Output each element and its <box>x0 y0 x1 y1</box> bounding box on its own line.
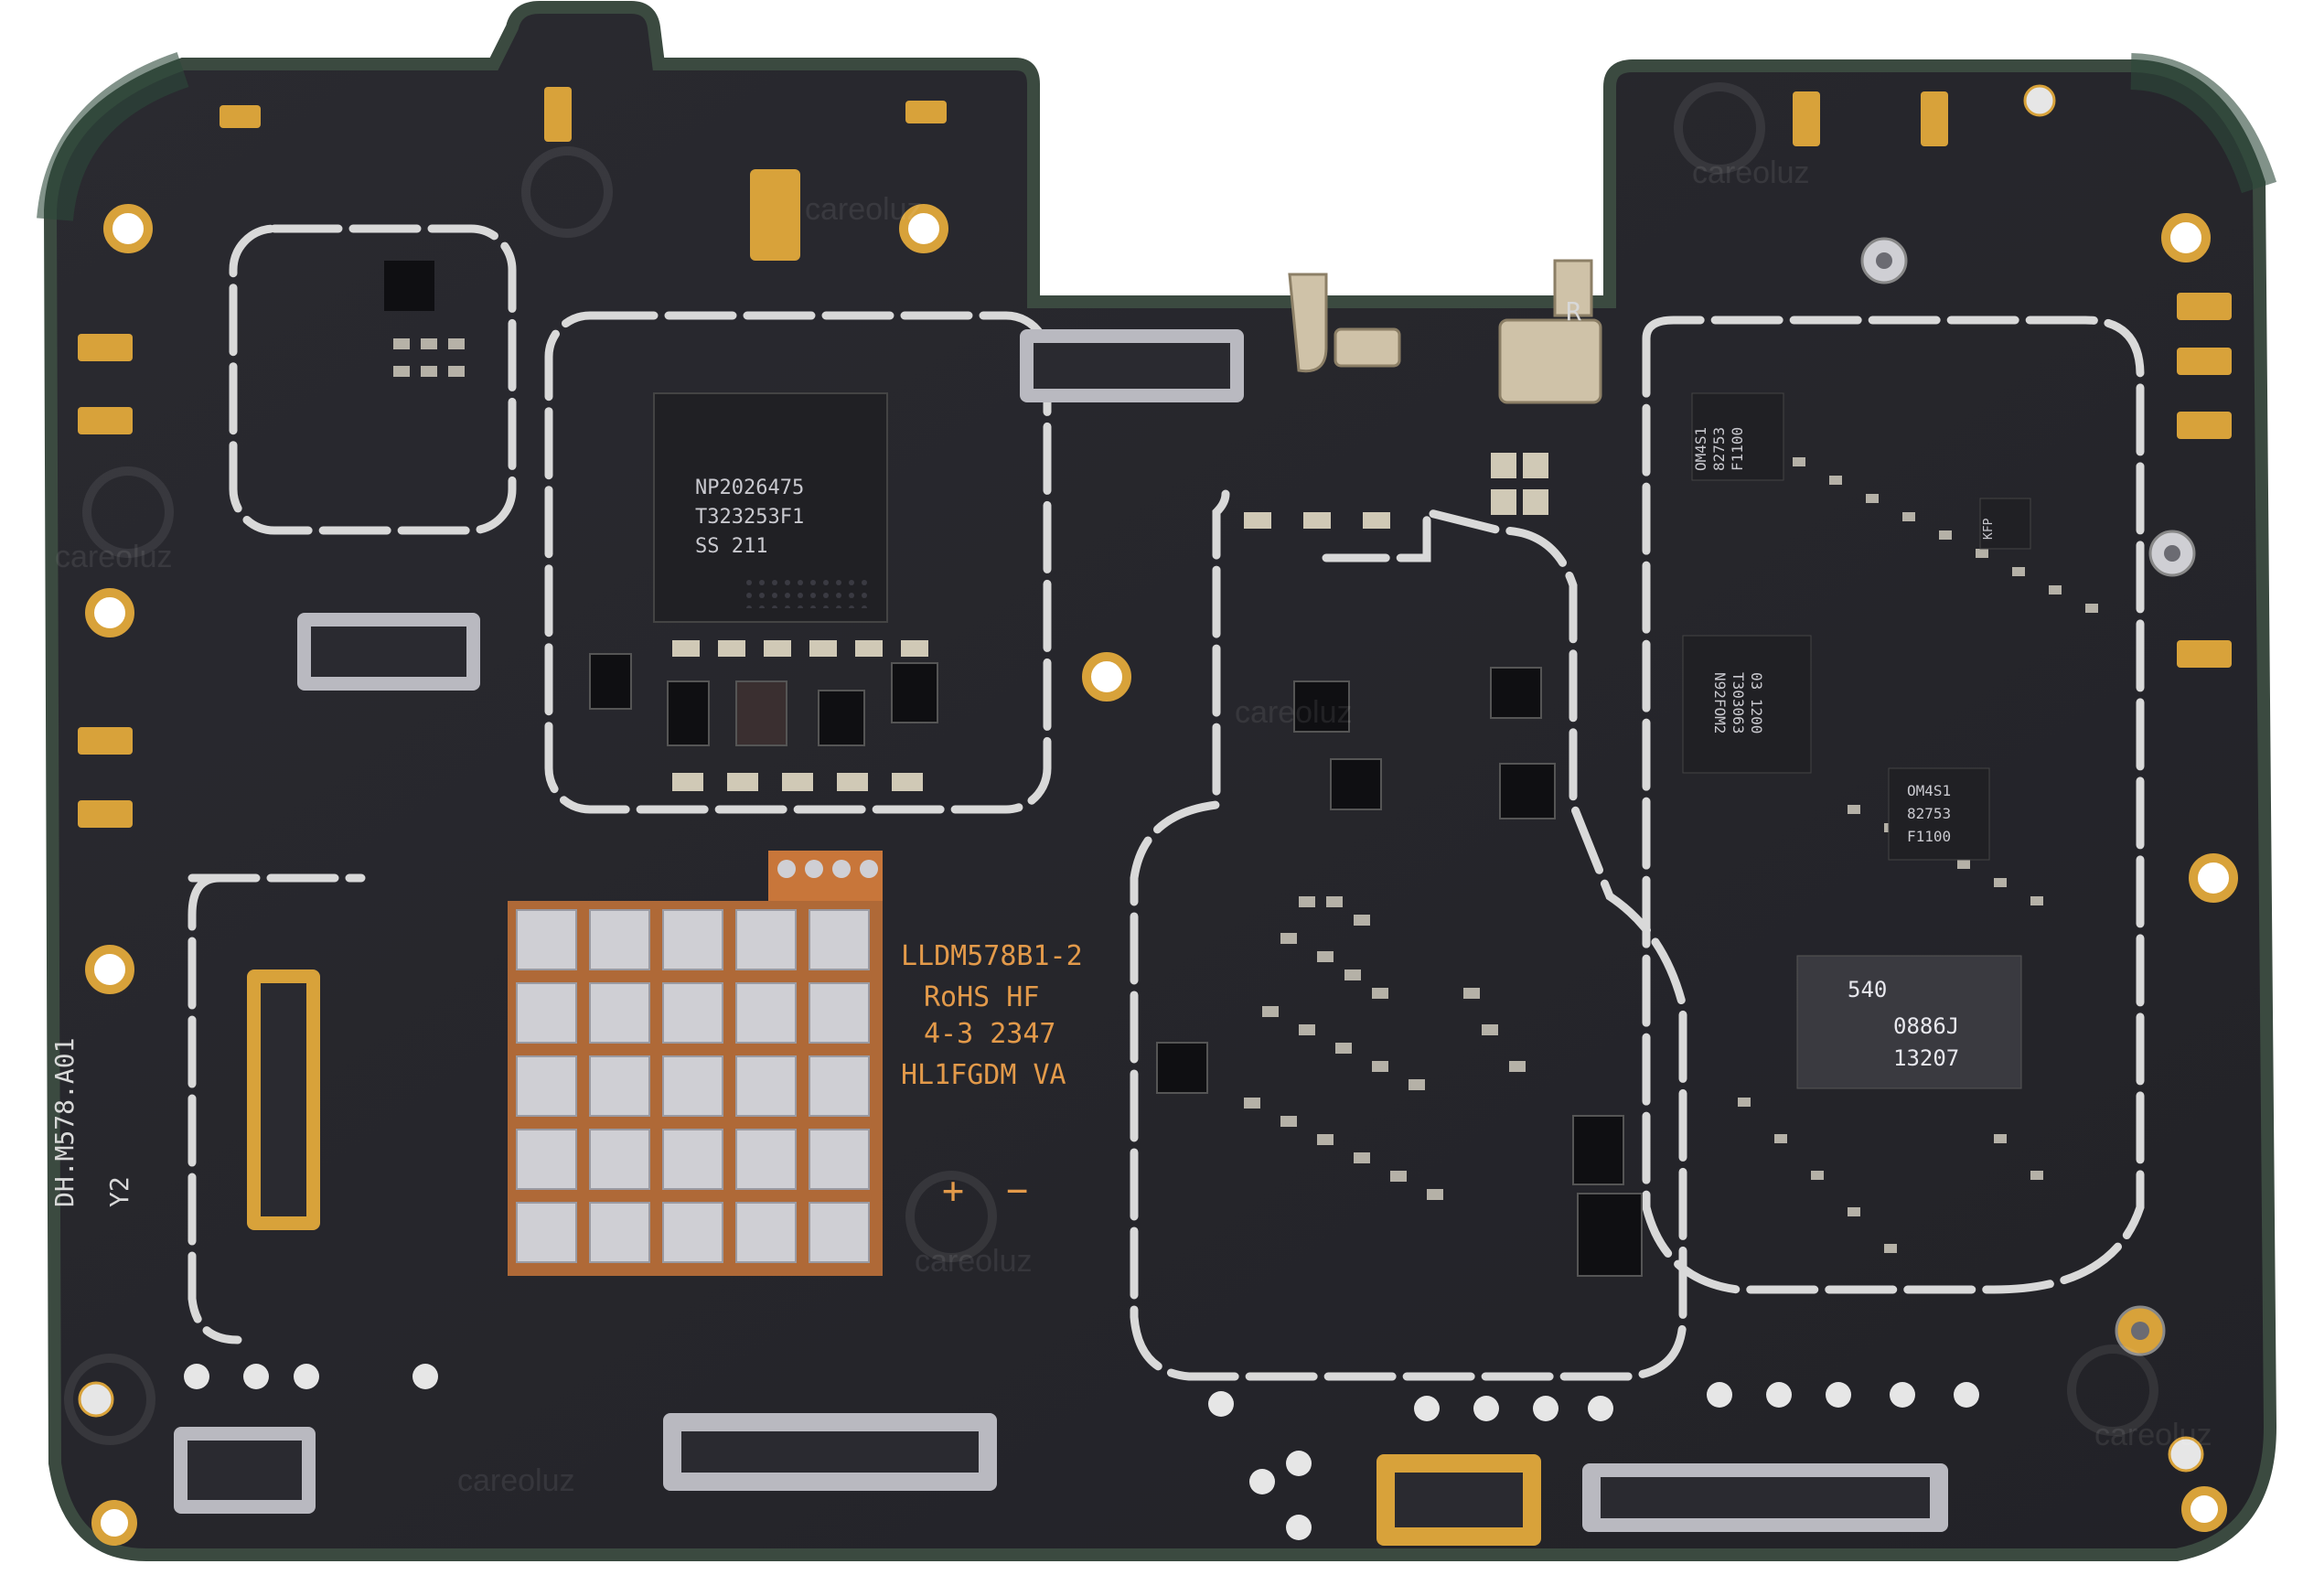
svg-text:OM4S1: OM4S1 <box>1692 427 1709 471</box>
passive-components <box>672 453 1548 791</box>
svg-text:careoluz: careoluz <box>55 540 173 574</box>
spring-contacts <box>1288 259 1602 404</box>
svg-text:careoluz: careoluz <box>457 1463 575 1498</box>
svg-text:careoluz: careoluz <box>1235 695 1353 730</box>
connector-bottom-small <box>1376 1454 1541 1546</box>
connector-bottom-left <box>174 1427 316 1514</box>
watermark-logo-icon <box>64 82 2158 1445</box>
main-ic-line3: SS 211 <box>695 535 767 558</box>
connector-left-upper <box>297 613 480 691</box>
silk-plus: + <box>942 1170 964 1212</box>
silk-minus: − <box>1006 1170 1028 1212</box>
svg-text:Y2: Y2 <box>104 1176 134 1207</box>
svg-text:F1100: F1100 <box>1729 427 1746 471</box>
connector-left <box>247 969 320 1230</box>
connector-bottom-mid <box>663 1413 997 1491</box>
connector-bottom-right <box>1582 1463 1948 1532</box>
main-ic: NP2026475 T323253F1 SS 211 <box>653 392 888 623</box>
svg-text:0886J: 0886J <box>1893 1013 1959 1039</box>
rf-ic-big: 540 0886J 13207 <box>1796 955 2022 1089</box>
svg-text:DH.M578.A01: DH.M578.A01 <box>49 1038 80 1207</box>
svg-text:OM4S1: OM4S1 <box>1907 782 1951 799</box>
svg-text:KFP: KFP <box>1982 518 1996 540</box>
connector-mark: R <box>1566 296 1581 327</box>
svg-text:T303063: T303063 <box>1730 672 1747 734</box>
svg-text:82753: 82753 <box>1907 805 1951 822</box>
silk-line4: HL1FGDM VA <box>901 1059 1066 1091</box>
svg-text:careoluz: careoluz <box>915 1244 1033 1279</box>
silkscreen-block: LLDM578B1-2 RoHS HF 4-3 2347 HL1FGDM VA … <box>901 940 1083 1212</box>
main-ic-line1: NP2026475 <box>695 477 804 499</box>
svg-text:careoluz: careoluz <box>1692 155 1810 190</box>
svg-text:82753: 82753 <box>1710 427 1728 471</box>
silk-line2: RoHS HF <box>924 981 1039 1013</box>
svg-text:03 1200: 03 1200 <box>1748 672 1765 734</box>
mounting-hole-icon <box>85 204 2238 1546</box>
test-pad-grid <box>508 851 883 1276</box>
fiducial-icon <box>78 84 2204 1473</box>
board-id-label: DH.M578.A01 Y2 <box>49 1038 134 1207</box>
svg-text:540: 540 <box>1848 977 1887 1002</box>
edge-pads <box>78 87 2232 828</box>
antenna-connector-icon <box>1860 237 2196 1356</box>
svg-text:careoluz: careoluz <box>2094 1418 2212 1452</box>
svg-text:13207: 13207 <box>1893 1045 1959 1071</box>
watermark-text: careoluz careoluz careoluz careoluz care… <box>55 155 2212 1498</box>
connector-top-mid <box>1020 329 1244 402</box>
test-points <box>184 1364 1979 1540</box>
svg-text:F1100: F1100 <box>1907 828 1951 845</box>
shield-outlines <box>187 224 2145 1381</box>
svg-text:N92FOM2: N92FOM2 <box>1711 672 1729 734</box>
rf-ic-low: OM4S1 82753 F1100 <box>1888 767 1990 861</box>
power-inductors <box>589 653 1643 1277</box>
rf-ic-mid: N92FOM2 T303063 03 1200 <box>1682 635 1812 774</box>
silk-line1: LLDM578B1-2 <box>901 940 1083 972</box>
svg-text:careoluz: careoluz <box>805 192 923 227</box>
silk-line3: 4-3 2347 <box>924 1018 1056 1050</box>
crystal-oscillator <box>750 169 800 261</box>
main-ic-line2: T323253F1 <box>695 506 804 529</box>
rf-ic-small: KFP <box>1979 498 2031 550</box>
sensor-ic <box>384 261 434 311</box>
rf-ic-top: OM4S1 82753 F1100 <box>1691 392 1784 481</box>
